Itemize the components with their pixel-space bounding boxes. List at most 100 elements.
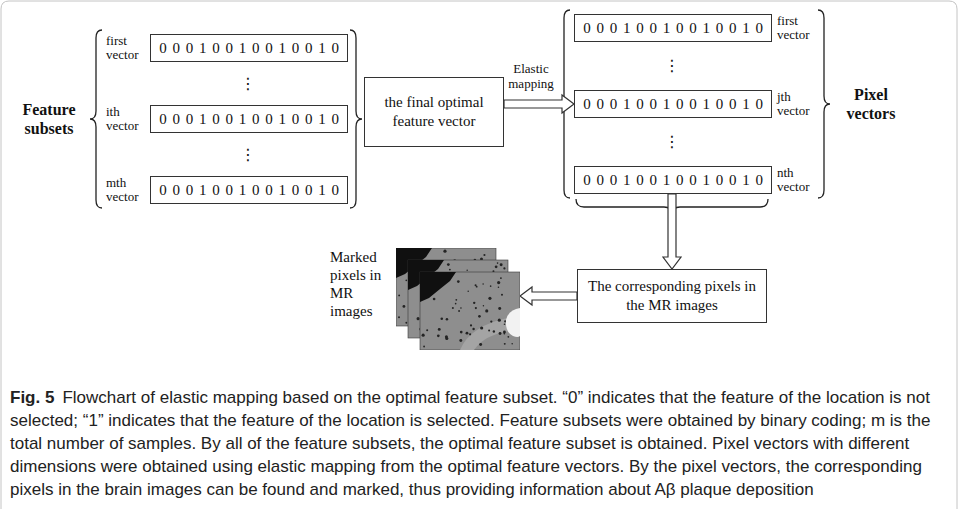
vector-label: nth vector [777,166,817,194]
plaque-dot [460,307,462,309]
plaque-dot [403,305,406,308]
plaque-dot [470,324,472,326]
plaque-dot [483,254,485,256]
plaque-dot [503,333,505,335]
plaque-dot [498,307,501,310]
plaque-dot [478,315,481,318]
plaque-dot [459,339,462,342]
plaque-dot [438,328,441,331]
group-label: Pixel vectors [836,85,906,123]
plaque-dot [483,305,484,306]
plaque-dot [422,334,425,337]
plaque-dot [504,323,506,325]
plaque-dot [446,318,449,321]
plaque-dot [440,317,443,320]
optimal-vector-box: the final optimal feature vector [364,77,504,147]
feature-vector: first vector 0 0 0 1 0 0 1 0 0 1 0 0 1 0 [106,34,348,62]
box-text: the final optimal feature vector [375,93,493,131]
plaque-dot [488,330,490,332]
plaque-dot [405,322,407,324]
plaque-dot [457,280,460,283]
plaque-dot [443,250,446,253]
binary-code: 0 0 0 1 0 0 1 0 0 1 0 0 1 0 [583,96,763,113]
vector-box: 0 0 0 1 0 0 1 0 0 1 0 0 1 0 [574,90,772,118]
plaque-dot [498,287,500,289]
plaque-dot [493,330,495,332]
binary-code: 0 0 0 1 0 0 1 0 0 1 0 0 1 0 [159,111,339,128]
plaque-dot [452,307,454,309]
plaque-dot [490,320,492,322]
plaque-dot [480,326,483,329]
vector-label: first vector [106,34,146,62]
vector-box: 0 0 0 1 0 0 1 0 0 1 0 0 1 0 [574,14,772,42]
plaque-dot [437,335,440,338]
plaque-dot [497,262,499,264]
plaque-dot [445,337,448,340]
image-label: Marked pixels in MR images [330,248,390,320]
vector-box: 0 0 0 1 0 0 1 0 0 1 0 0 1 0 [150,105,348,133]
plaque-dot [433,298,436,301]
plaque-dot [469,333,471,335]
plaque-dot [466,269,467,270]
vector-label: ith vector [106,105,146,133]
plaque-dot [426,329,428,331]
plaque-dot [507,336,509,338]
binary-code: 0 0 0 1 0 0 1 0 0 1 0 0 1 0 [159,40,339,57]
curly-brace [350,30,362,208]
vector-box: 0 0 0 1 0 0 1 0 0 1 0 0 1 0 [150,34,348,62]
process-box: The corresponding pixels in the MR image… [577,269,767,323]
caption-text: Flowchart of elastic mapping based on th… [10,388,930,499]
plaque-dot [503,267,505,269]
plaque-dot [466,332,469,335]
plaque-dot [447,263,450,266]
plaque-dot [467,291,469,293]
block-arrow [504,95,574,113]
plaque-dot [500,263,503,266]
plaque-dot [405,279,407,281]
binary-code: 0 0 0 1 0 0 1 0 0 1 0 0 1 0 [583,172,763,189]
curly-brace [818,10,830,198]
pixel-vector: 0 0 0 1 0 0 1 0 0 1 0 0 1 0 first vector [574,14,817,42]
plaque-dot [472,328,474,330]
bright-region [506,308,520,337]
plaque-dot [490,285,492,287]
feature-vector: ith vector 0 0 0 1 0 0 1 0 0 1 0 0 1 0 [106,105,348,133]
curly-brace [90,30,102,208]
plaque-dot [479,343,482,346]
vector-label: first vector [777,14,817,42]
plaque-dot [497,281,500,284]
plaque-dot [398,316,400,318]
edge-label: Elastic mapping [506,61,556,91]
ellipsis: ⋮ [664,57,680,75]
plaque-dot [476,286,478,288]
plaque-dot [455,303,457,305]
ellipsis: ⋮ [240,75,256,93]
plaque-dot [417,317,420,320]
image-ground [420,272,520,350]
figure-number: Fig. 5 [10,388,54,407]
box-text: The corresponding pixels in the MR image… [588,277,756,315]
feature-vector: mth vector 0 0 0 1 0 0 1 0 0 1 0 0 1 0 [106,176,348,204]
plaque-dot [488,297,491,300]
vector-label: jth vector [777,90,817,118]
binary-code: 0 0 0 1 0 0 1 0 0 1 0 0 1 0 [159,182,339,199]
plaque-dot [485,309,488,312]
plaque-dot [455,299,457,301]
pixel-vector: 0 0 0 1 0 0 1 0 0 1 0 0 1 0 nth vector [574,166,817,194]
mr-image-stack [396,248,520,350]
plaque-dot [501,294,503,296]
plaque-dot [473,302,475,304]
block-arrow [663,194,681,269]
vector-label: mth vector [106,176,146,204]
binary-code: 0 0 0 1 0 0 1 0 0 1 0 0 1 0 [583,20,763,37]
plaque-dot [460,331,463,334]
plaque-dot [482,283,484,285]
plaque-dot [475,307,477,309]
vector-box: 0 0 0 1 0 0 1 0 0 1 0 0 1 0 [574,166,772,194]
pixel-vector: 0 0 0 1 0 0 1 0 0 1 0 0 1 0 jth vector [574,90,817,118]
dark-region [420,272,456,302]
plaque-dot [458,310,460,312]
plaque-dot [498,319,501,322]
plaque-dot [499,332,502,335]
